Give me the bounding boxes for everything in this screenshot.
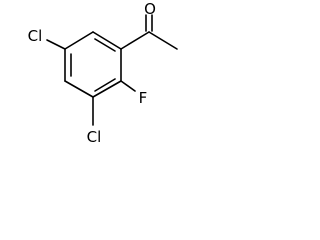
- ring-inner-double-top: [94, 38, 116, 52]
- ring-bond-top: [92, 31, 122, 50]
- oxygen-label: O: [144, 0, 156, 18]
- ring-inner-double-right: [94, 78, 116, 92]
- ring-bond-upper-left: [64, 31, 94, 50]
- chemical-structure-diagram: O F Cl Cl: [28, 0, 178, 146]
- ring-bond-right-lower: [92, 80, 122, 98]
- methyl-bond: [148, 31, 178, 50]
- chlorine-bottom-label: Cl: [87, 128, 102, 146]
- fluorine-label: F: [139, 89, 148, 107]
- fluorine-bond: [120, 80, 136, 92]
- acetyl-group: [120, 14, 178, 50]
- benzene-ring: [64, 31, 122, 98]
- chlorine-upper-left-bond: [46, 39, 66, 50]
- ring-to-carbonyl-bond: [120, 31, 150, 50]
- chlorine-upper-left-label: Cl: [28, 27, 43, 45]
- ring-bond-bottom: [64, 80, 94, 98]
